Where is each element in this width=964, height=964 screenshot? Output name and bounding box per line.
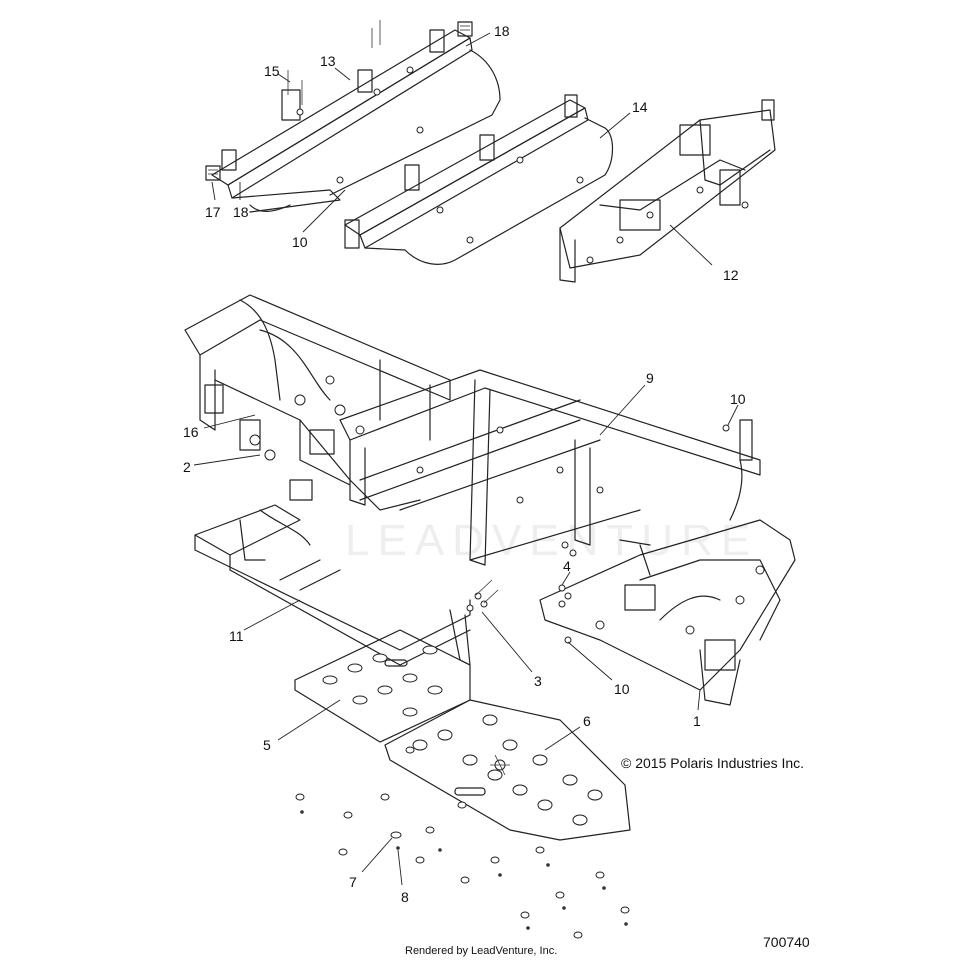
callout-10-front: 10 (614, 681, 630, 697)
part-9-cargo-frame (339, 369, 761, 566)
part-6-main-skid-plate (384, 699, 631, 841)
callout-5: 5 (263, 737, 271, 753)
callout-9: 9 (646, 370, 654, 386)
part-13-rack-rail (205, 20, 501, 213)
callout-4: 4 (563, 558, 571, 574)
rendered-by-credit: Rendered by LeadVenture, Inc. (405, 945, 558, 957)
part-5-skid-plate (294, 629, 471, 743)
part-14-rack-rail (344, 94, 614, 265)
callout-3: 3 (534, 673, 542, 689)
callout-2: 2 (183, 459, 191, 475)
diagram-part-number: 700740 (763, 934, 810, 950)
callout-18-upper: 18 (494, 23, 510, 39)
callout-6: 6 (583, 713, 591, 729)
callout-14: 14 (632, 99, 648, 115)
part-1-front-frame (539, 519, 796, 706)
washers-and-screws (295, 746, 630, 939)
part-12-front-frame (559, 99, 776, 283)
leader-lines (193, 32, 739, 886)
callout-8: 8 (401, 889, 409, 905)
callout-11: 11 (229, 628, 244, 644)
fasteners (466, 424, 730, 644)
callout-numbers: 18 13 15 17 18 10 14 12 9 10 16 2 4 11 3… (183, 23, 746, 905)
callout-10-cargo: 10 (730, 391, 746, 407)
callout-18-lower: 18 (233, 204, 249, 220)
callout-17: 17 (205, 204, 221, 220)
watermark: LEADVENTURE (345, 516, 758, 565)
callout-7: 7 (349, 874, 357, 890)
copyright-notice: © 2015 Polaris Industries Inc. (621, 755, 805, 771)
callout-10-rack: 10 (292, 234, 308, 250)
callout-13: 13 (320, 53, 336, 69)
callout-12: 12 (723, 267, 739, 283)
callout-16: 16 (183, 424, 199, 440)
callout-1: 1 (693, 713, 701, 729)
callout-15: 15 (264, 63, 280, 79)
part-2-main-chassis (184, 294, 451, 511)
